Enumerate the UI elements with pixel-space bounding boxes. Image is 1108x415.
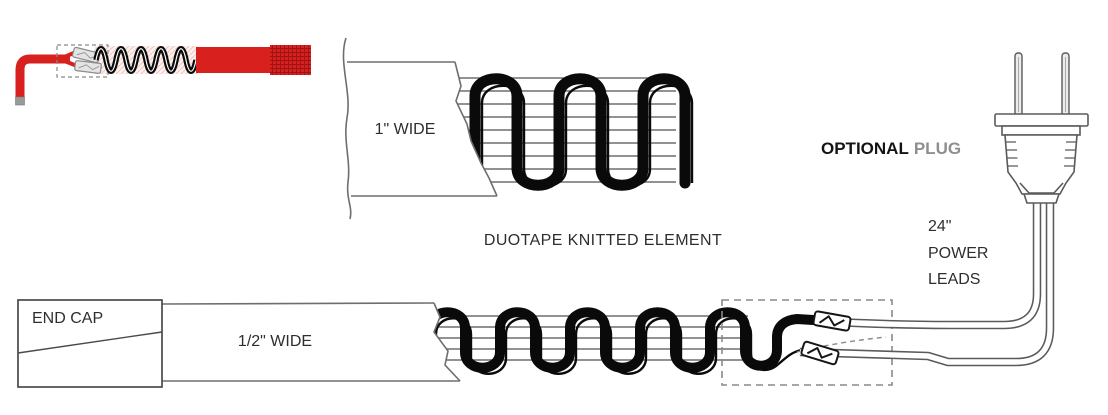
plug-prongs	[1014, 52, 1070, 117]
label-optional: OPTIONAL	[821, 139, 909, 158]
plug-body	[994, 113, 1089, 204]
power-plug	[994, 52, 1089, 204]
end-cap-diagonal-line	[17, 331, 163, 354]
label-leads-leads: LEADS	[928, 271, 981, 289]
label-plug: PLUG	[913, 139, 962, 158]
red-lead-wire	[15, 54, 70, 99]
label-duotape-knitted-element: DUOTAPE KNITTED ELEMENT	[483, 232, 723, 249]
splice-area-dashed-box	[721, 299, 893, 386]
half-inch-knit-lines	[438, 315, 748, 361]
mini-element-squiggle-highlight	[95, 48, 197, 72]
lead-wire-lower	[799, 200, 1055, 367]
plug-cord-grip	[1022, 193, 1061, 204]
label-power-leads: 24" POWER LEADS	[928, 218, 988, 298]
crimp-connector-lower	[800, 340, 840, 366]
one-inch-tape-torn-edge	[454, 61, 498, 197]
one-inch-tape	[340, 37, 498, 220]
mini-crimp-connector-lower	[74, 60, 102, 74]
half-inch-tape-torn-edge	[433, 302, 461, 382]
one-inch-element-companion-strand	[438, 84, 694, 188]
label-leads-length: 24"	[928, 218, 952, 235]
label-end-cap: END CAP	[32, 310, 104, 327]
label-half-inch-wide: 1/2" WIDE	[237, 333, 313, 350]
label-leads-power: POWER	[928, 244, 989, 262]
one-inch-tape-break-edge	[342, 37, 352, 220]
label-one-inch-wide: 1" WIDE	[374, 121, 436, 138]
half-inch-tape	[160, 302, 461, 382]
plug-ribs-left	[1006, 141, 1018, 167]
red-tape-braided-end	[270, 45, 311, 75]
lead-wire-upper	[817, 200, 1042, 330]
red-sample-assembly	[15, 44, 311, 106]
end-cap-box	[17, 299, 163, 388]
red-tape-body	[196, 47, 270, 73]
half-inch-element-companion-strand	[434, 317, 815, 375]
red-lead-tip	[15, 96, 25, 106]
plug-ribs-right	[1064, 141, 1076, 167]
half-inch-element-wire	[425, 307, 818, 375]
plug-nose-line	[1019, 182, 1064, 194]
half-inch-tape-top-edge	[161, 302, 435, 305]
crimp-connector-upper	[812, 310, 852, 332]
